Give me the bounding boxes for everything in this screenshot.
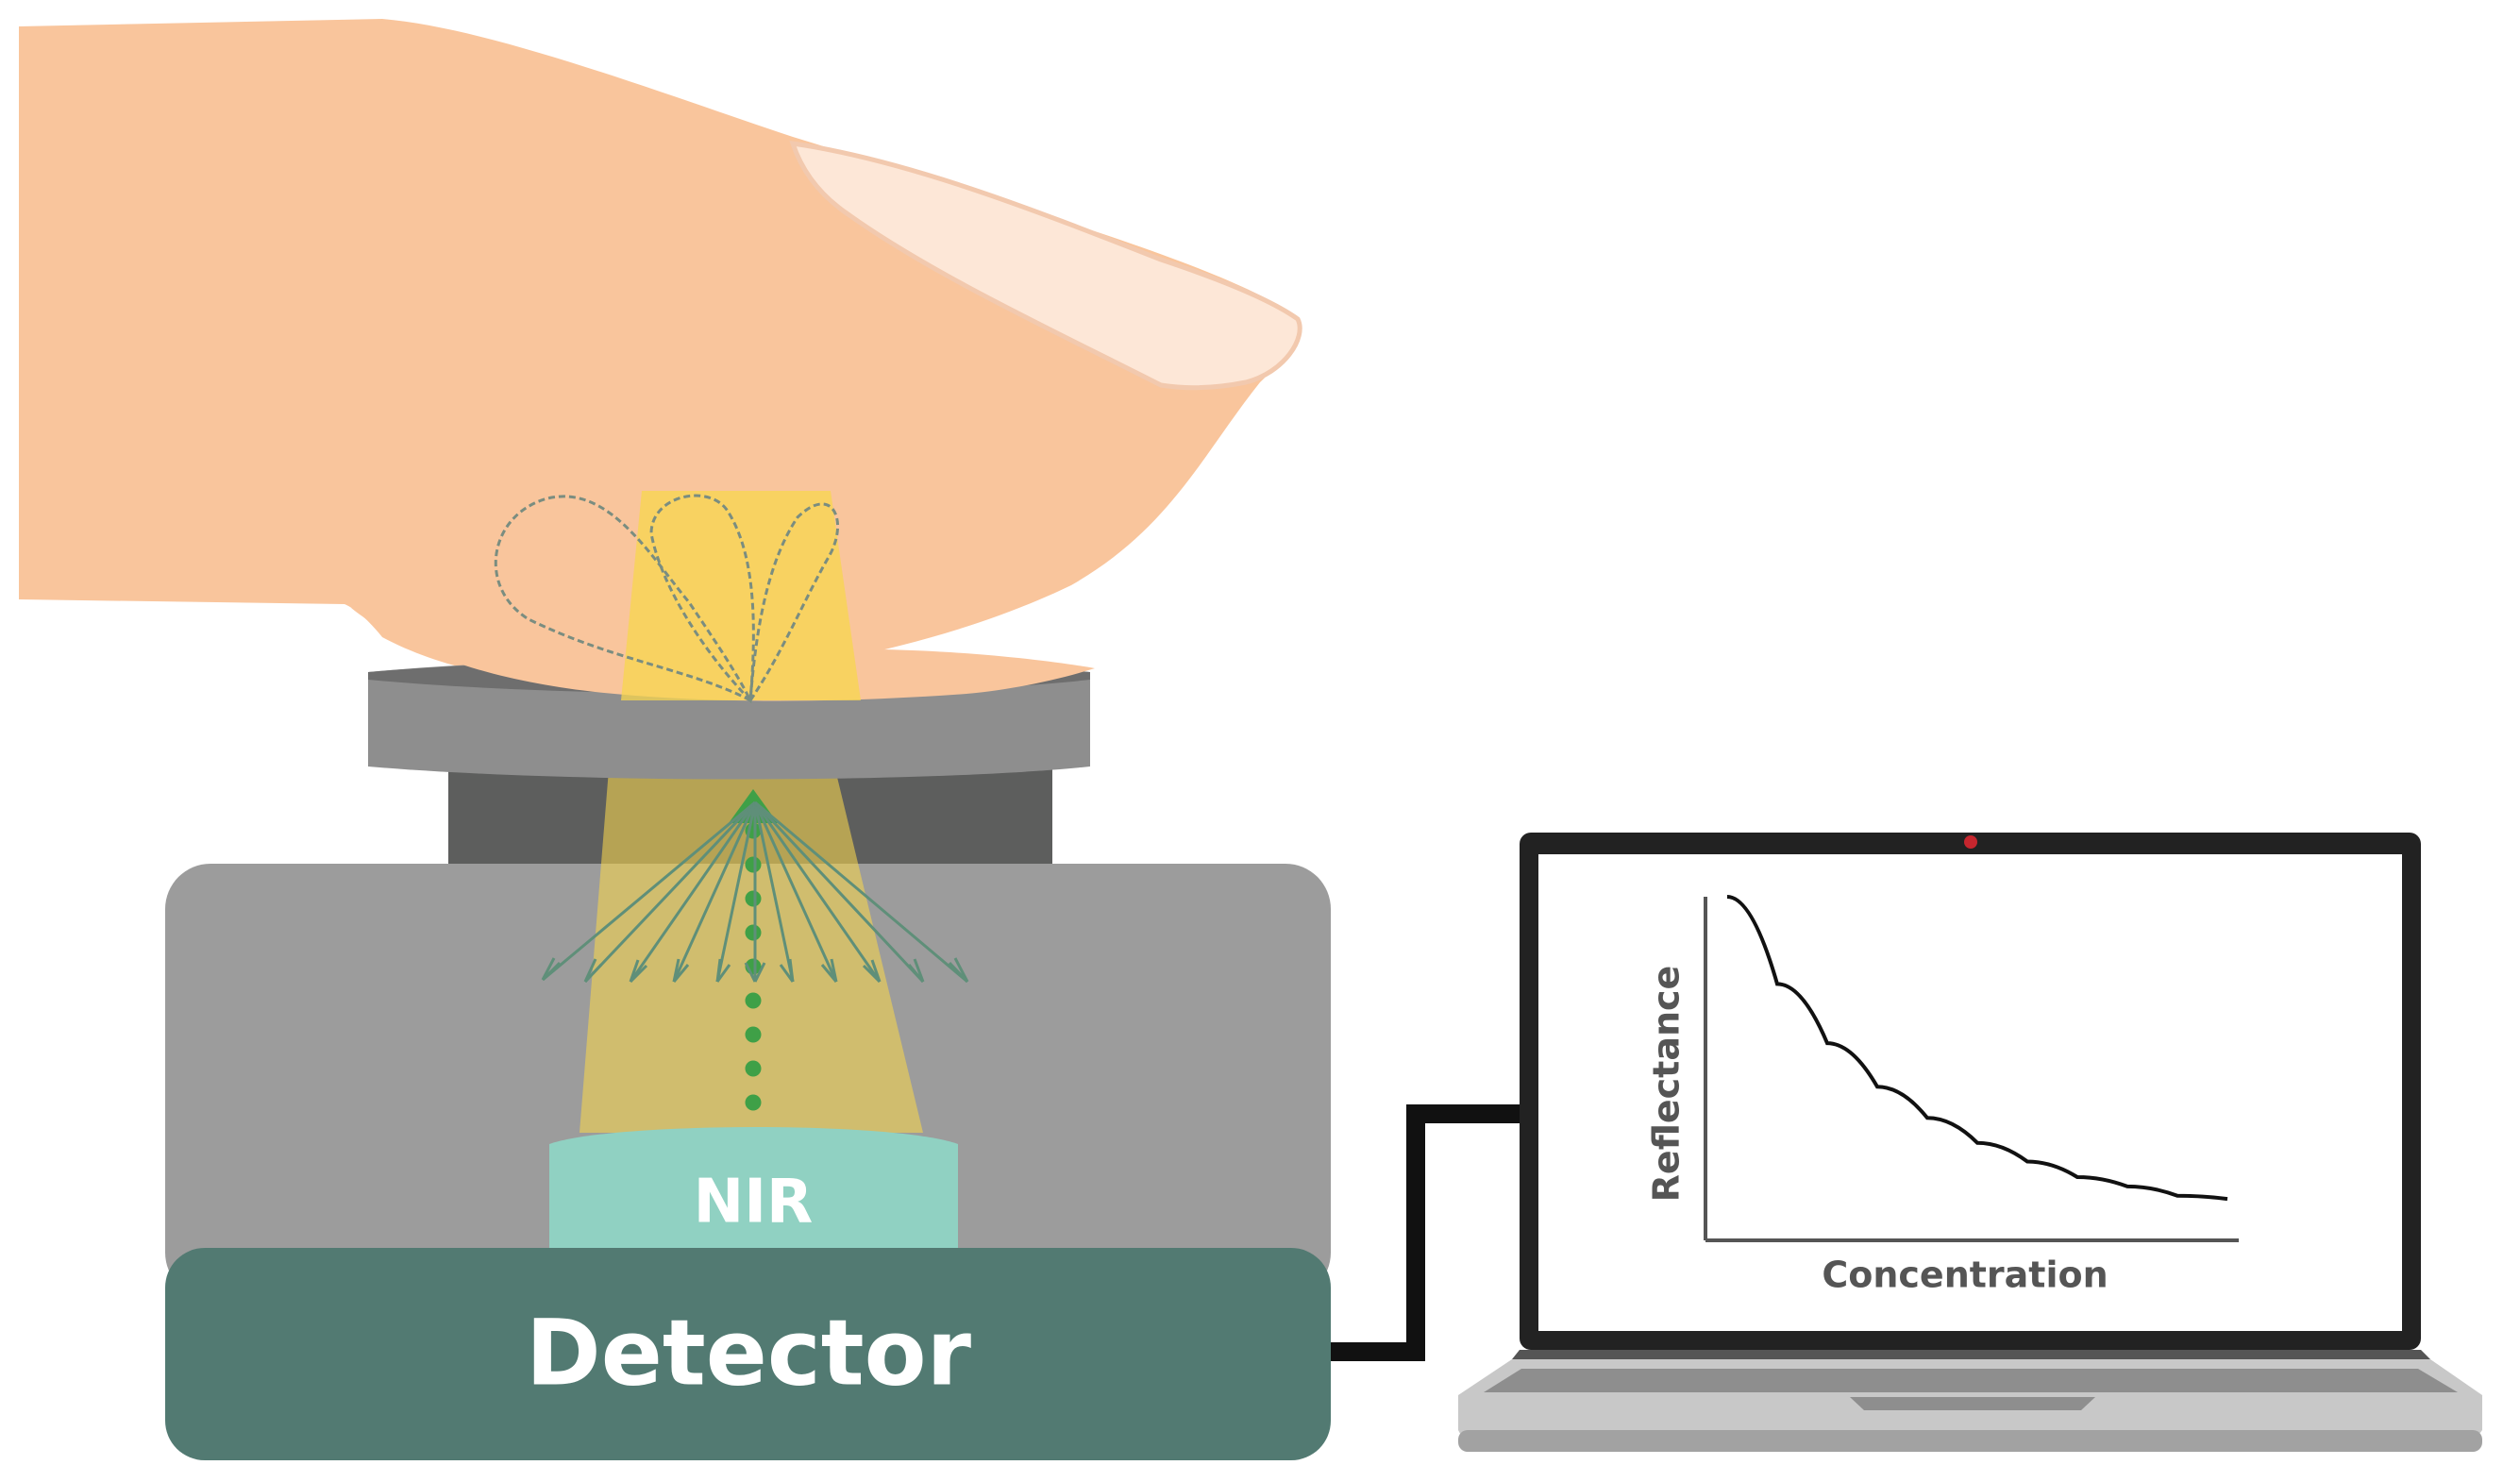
scatter-arrow — [753, 801, 795, 983]
light-beam-lower — [580, 769, 923, 1133]
y-axis-label: Reflectance — [1646, 966, 1688, 1203]
scatter-arrow — [672, 801, 757, 983]
laptop-keyboard-deck — [1484, 1369, 2458, 1392]
laptop-bottom-edge — [1458, 1430, 2482, 1452]
scatter-arrow — [583, 800, 757, 984]
detector-label: Detector — [526, 1300, 972, 1406]
finger — [19, 19, 1300, 685]
scatter-arrow — [754, 800, 969, 984]
data-cable — [1331, 1104, 1527, 1361]
series-line-reflectance — [1726, 895, 2228, 1202]
finger-nail — [789, 140, 1302, 391]
scatter-lobe-center — [649, 494, 755, 704]
scatter-arrow — [753, 800, 925, 984]
nir-source-label: NIR — [694, 1168, 814, 1238]
webcam-icon — [1964, 835, 1977, 849]
scatter-arrow — [629, 801, 757, 984]
scatter-arrow — [753, 801, 882, 984]
laptop — [1458, 833, 2482, 1452]
scatter-lobe-left — [494, 495, 754, 704]
light-beam-upper — [621, 491, 861, 700]
scatter-arrow — [715, 801, 757, 983]
nir-source — [549, 1127, 958, 1255]
laptop-hinge — [1512, 1350, 2430, 1359]
chart: Concentration Reflectance — [1646, 895, 2239, 1296]
laptop-screen — [1538, 854, 2402, 1331]
detector-base — [165, 1248, 1331, 1460]
scatter-lobes — [494, 494, 839, 706]
scatter-lobe-right — [748, 502, 839, 706]
scatter-arrows — [541, 800, 969, 984]
scatter-arrow — [744, 802, 766, 983]
laptop-trackpad-notch — [1850, 1397, 2095, 1410]
x-axis-label: Concentration — [1822, 1255, 2108, 1296]
scatter-arrow — [753, 801, 838, 983]
scatter-arrow — [541, 800, 756, 982]
